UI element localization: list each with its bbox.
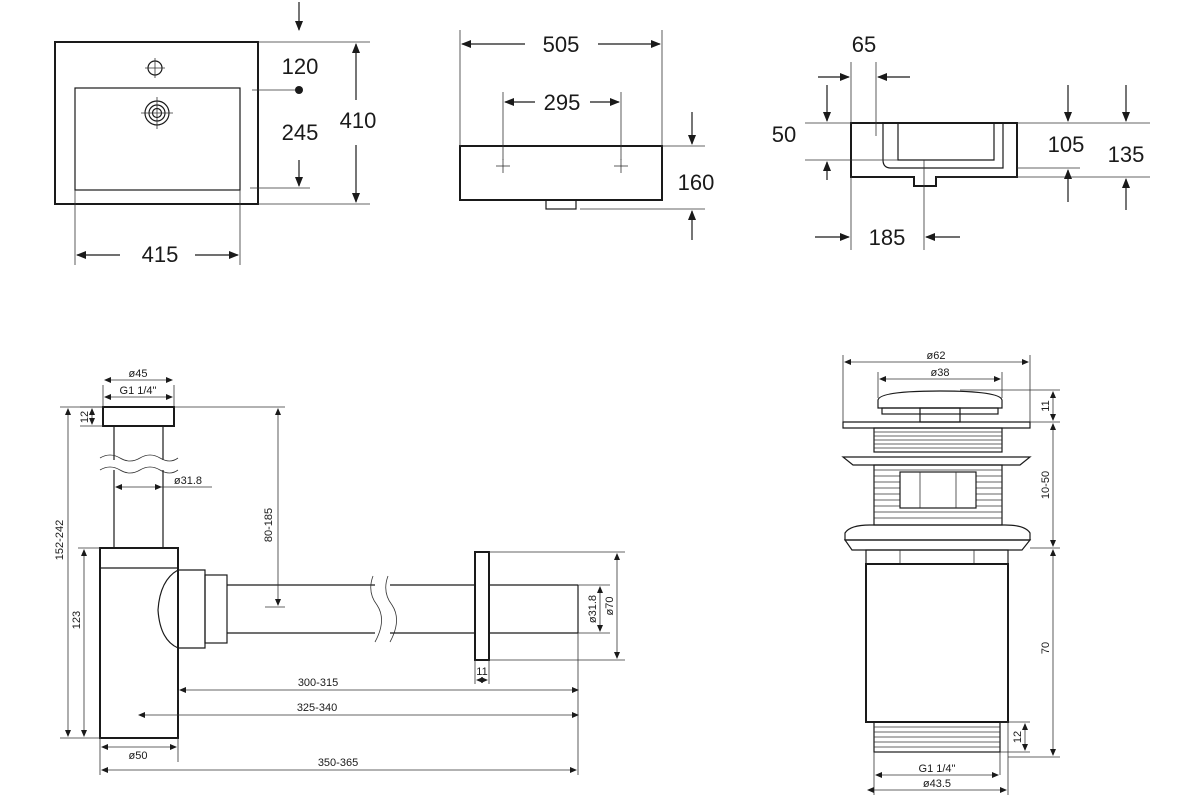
dim-side-wall: 65 xyxy=(852,32,876,57)
dim-hole-spacing: 295 xyxy=(544,90,581,115)
dim-siphon-adjust-height: 80-185 xyxy=(263,508,275,542)
dim-side-bowl-depth: 105 xyxy=(1048,132,1085,157)
dim-valve-body-height: 70 xyxy=(1040,642,1052,654)
dim-valve-thread: G1 1/4" xyxy=(919,763,956,775)
basin-outline xyxy=(54,41,259,205)
dim-siphon-nut-height: 12 xyxy=(79,411,91,423)
siphon-top-nut xyxy=(102,406,175,427)
dim-siphon-tube-dia: ø31.8 xyxy=(174,475,202,487)
basin-top-view: 415 410 120 245 xyxy=(54,2,377,267)
basin-section-outline xyxy=(850,122,1018,187)
siphon-body xyxy=(99,547,179,739)
dim-length-2: 325-340 xyxy=(297,702,337,714)
dim-length-1: 300-315 xyxy=(298,677,338,689)
basin-front-outline xyxy=(459,145,663,201)
dim-side-total-height: 135 xyxy=(1108,142,1145,167)
tap-hole-mark xyxy=(145,58,165,78)
siphon-drawing: ø45 G1 1/4" 12 ø31.8 152-242 123 80-185 … xyxy=(54,368,625,775)
dim-valve-thread-height: 12 xyxy=(1012,731,1024,743)
drain-outlet xyxy=(545,199,577,210)
drain-valve-drawing: ø62 ø38 11 10-50 70 12 G1 1/4" ø43.5 xyxy=(841,350,1060,795)
dim-flange-thickness: 11 xyxy=(476,666,487,678)
front-hole-left xyxy=(496,159,510,173)
dim-bowl-depth: 245 xyxy=(282,120,319,145)
basin-side-view: 65 50 105 135 185 xyxy=(772,32,1150,250)
dim-siphon-top-dia: ø45 xyxy=(129,368,148,380)
valve-body xyxy=(865,563,1009,723)
dim-front-height: 160 xyxy=(678,170,715,195)
dim-siphon-body-height: 123 xyxy=(71,611,83,629)
drain-hole-mark xyxy=(141,97,173,129)
dim-length-3: 350-365 xyxy=(318,757,358,769)
front-hole-right xyxy=(614,159,628,173)
dim-basin-width: 415 xyxy=(142,242,179,267)
dim-wall-tube-dia: ø31.8 xyxy=(587,595,599,623)
dim-siphon-bottom-dia: ø50 xyxy=(129,750,148,762)
dim-overall-width: 505 xyxy=(543,32,580,57)
dim-flange-dia: ø70 xyxy=(604,597,616,616)
dim-side-rim: 50 xyxy=(772,122,796,147)
dim-valve-bottom-dia: ø43.5 xyxy=(923,778,951,790)
dim-siphon-thread: G1 1/4" xyxy=(120,385,157,397)
dim-drain-offset: 185 xyxy=(869,225,906,250)
dim-basin-depth: 410 xyxy=(340,108,377,133)
dim-siphon-total-height: 152-242 xyxy=(54,520,66,560)
dim-valve-flange-dia: ø62 xyxy=(927,350,946,362)
basin-bowl xyxy=(74,87,241,191)
wall-flange xyxy=(474,551,490,661)
valve-cap xyxy=(877,390,1003,409)
dim-tap-offset: 120 xyxy=(282,54,319,79)
dim-valve-cap-dia: ø38 xyxy=(931,367,950,379)
dim-valve-adjust-range: 10-50 xyxy=(1040,471,1052,499)
dim-valve-cap-height: 11 xyxy=(1040,400,1052,411)
basin-front-view: 505 295 160 xyxy=(459,30,715,240)
